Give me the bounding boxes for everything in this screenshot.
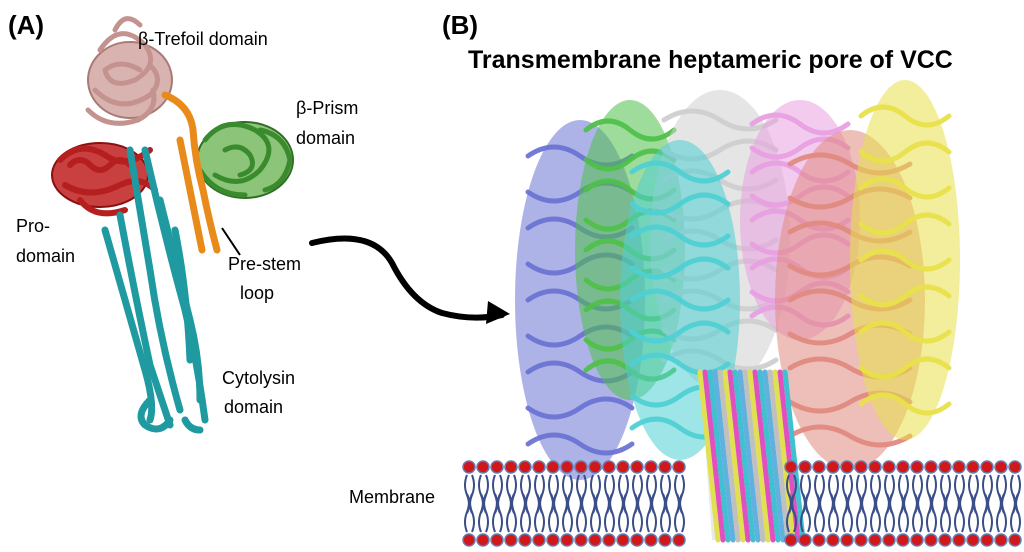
lipid: [952, 493, 966, 547]
lipid: [504, 493, 518, 547]
prodomain-label-line1: Pro-: [16, 216, 50, 236]
prestem-label-line1: Pre-stem: [228, 254, 301, 274]
lipid: [910, 493, 924, 547]
lipid: [588, 493, 602, 547]
lipid-bilayer: [462, 460, 1022, 547]
lipid: [616, 493, 630, 547]
lipid: [672, 493, 686, 547]
cytolysin-domain: [101, 146, 209, 434]
lipid: [896, 493, 910, 547]
protomer-7: [850, 80, 960, 440]
prism-label-line1: β-Prism: [296, 98, 358, 118]
lipid: [798, 493, 812, 547]
lipid: [462, 493, 476, 547]
cytolysin-label-line2: domain: [224, 397, 283, 417]
monomer-structure: [51, 16, 294, 434]
lipid: [994, 493, 1008, 547]
prestem-loop: [161, 91, 221, 254]
trefoil-domain: [85, 16, 173, 126]
lipid: [840, 493, 854, 547]
lipid: [644, 493, 658, 547]
lipid: [882, 493, 896, 547]
cytolysin-label-line1: Cytolysin: [222, 368, 295, 388]
lipid: [966, 493, 980, 547]
lipid: [868, 493, 882, 547]
lipid: [574, 493, 588, 547]
lipid: [854, 493, 868, 547]
lipid: [1008, 493, 1022, 547]
prodomain: [51, 142, 158, 217]
lipid: [938, 493, 952, 547]
prodomain-label-line2: domain: [16, 246, 75, 266]
lipid: [546, 493, 560, 547]
membrane-label: Membrane: [349, 487, 435, 507]
lipid: [924, 493, 938, 547]
prism-domain: [196, 121, 294, 199]
heptameric-pore: [515, 80, 960, 543]
stem-barrel: [697, 369, 806, 543]
lipid: [980, 493, 994, 547]
panel-b-letter: (B): [442, 10, 478, 40]
lipid: [812, 493, 826, 547]
lipid: [826, 493, 840, 547]
lipid: [476, 493, 490, 547]
lipid: [518, 493, 532, 547]
lipid: [490, 493, 504, 547]
lipid: [560, 493, 574, 547]
lipid: [938, 460, 952, 514]
trefoil-label: β-Trefoil domain: [138, 29, 268, 49]
prestem-pointer: [221, 227, 241, 256]
prestem-label-line2: loop: [240, 283, 274, 303]
lipid: [532, 493, 546, 547]
transition-arrow: [309, 235, 510, 324]
lipid: [602, 493, 616, 547]
lipid: [784, 493, 798, 547]
lipid: [658, 493, 672, 547]
panel-b-title: Transmembrane heptameric pore of VCC: [468, 46, 953, 74]
panel-a-letter: (A): [8, 10, 44, 40]
prism-label-line2: domain: [296, 128, 355, 148]
lipid: [630, 493, 644, 547]
